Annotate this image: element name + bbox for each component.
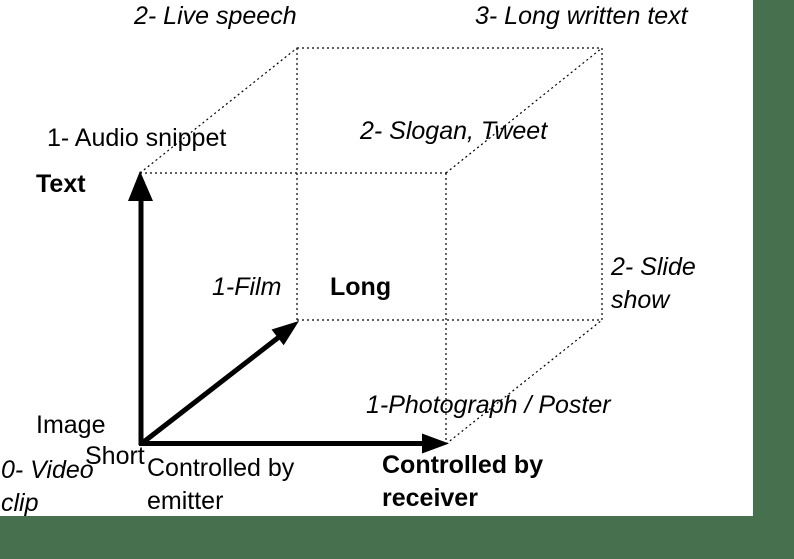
- right-border-bar: [753, 0, 794, 559]
- long-axis-arrow-shaft: [139, 335, 281, 446]
- cube-edge-depth-top-left: [139, 47, 298, 174]
- axis-label-long: Long: [330, 273, 392, 301]
- receiver-axis-arrowhead: [422, 433, 449, 454]
- text-axis-arrowhead: [128, 171, 153, 201]
- corner-label-long-written-text: 3- Long written text: [475, 2, 688, 30]
- cube-edge-depth-top-right: [445, 47, 603, 174]
- corner-label-audio-snippet: 1- Audio snippet: [47, 124, 227, 152]
- corner-label-film: 1-Film: [212, 273, 282, 301]
- long-axis-arrowhead: [271, 321, 299, 346]
- axis-label-text: Text: [36, 170, 86, 198]
- corner-label-photograph-poster: 1-Photograph / Poster: [366, 391, 611, 419]
- corner-label-live-speech: 2- Live speech: [134, 2, 297, 30]
- axis-label-short: Short: [85, 442, 145, 470]
- axis-label-controlled-by-receiver: Controlled by receiver: [382, 451, 544, 512]
- corner-label-video-clip: 0- Video clip: [1, 456, 94, 517]
- bottom-border-bar: [0, 516, 794, 559]
- axis-label-controlled-by-emitter: Controlled by emitter: [147, 454, 295, 515]
- cube-edge-depth-bottom-right: [445, 319, 603, 445]
- corner-label-slide-show: 2- Slide show: [611, 253, 696, 314]
- corner-label-slogan-tweet: 2- Slogan, Tweet: [360, 117, 548, 145]
- axis-label-image: Image: [36, 411, 106, 439]
